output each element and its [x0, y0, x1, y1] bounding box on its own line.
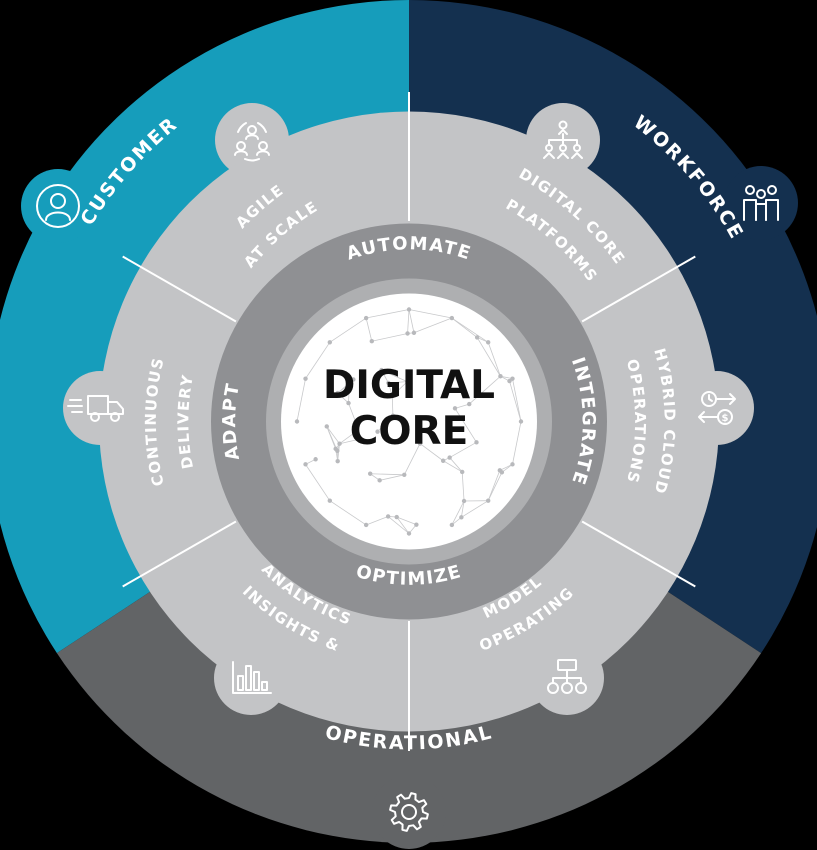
- org-people-icon: [543, 120, 583, 159]
- svg-text:$: $: [722, 413, 729, 424]
- exchange-icon: $: [698, 391, 736, 425]
- person-icon: [36, 184, 80, 228]
- adapt-label: ADAPT: [219, 381, 244, 462]
- team-cycle-icon: [234, 122, 270, 162]
- segment-delivery-line2: DELIVERY: [174, 373, 197, 471]
- hierarchy-icon: [547, 659, 587, 694]
- core-title-line2: CORE: [350, 409, 468, 454]
- truck-icon: [67, 395, 124, 422]
- gear-icon: [389, 792, 429, 832]
- group-icon: [743, 185, 779, 221]
- core-title-line1: DIGITAL: [323, 363, 495, 408]
- bar-chart-icon: [232, 661, 272, 694]
- network-mesh-graphic: [294, 307, 524, 536]
- segment-dividers: [122, 92, 696, 751]
- core-disc: [281, 293, 537, 550]
